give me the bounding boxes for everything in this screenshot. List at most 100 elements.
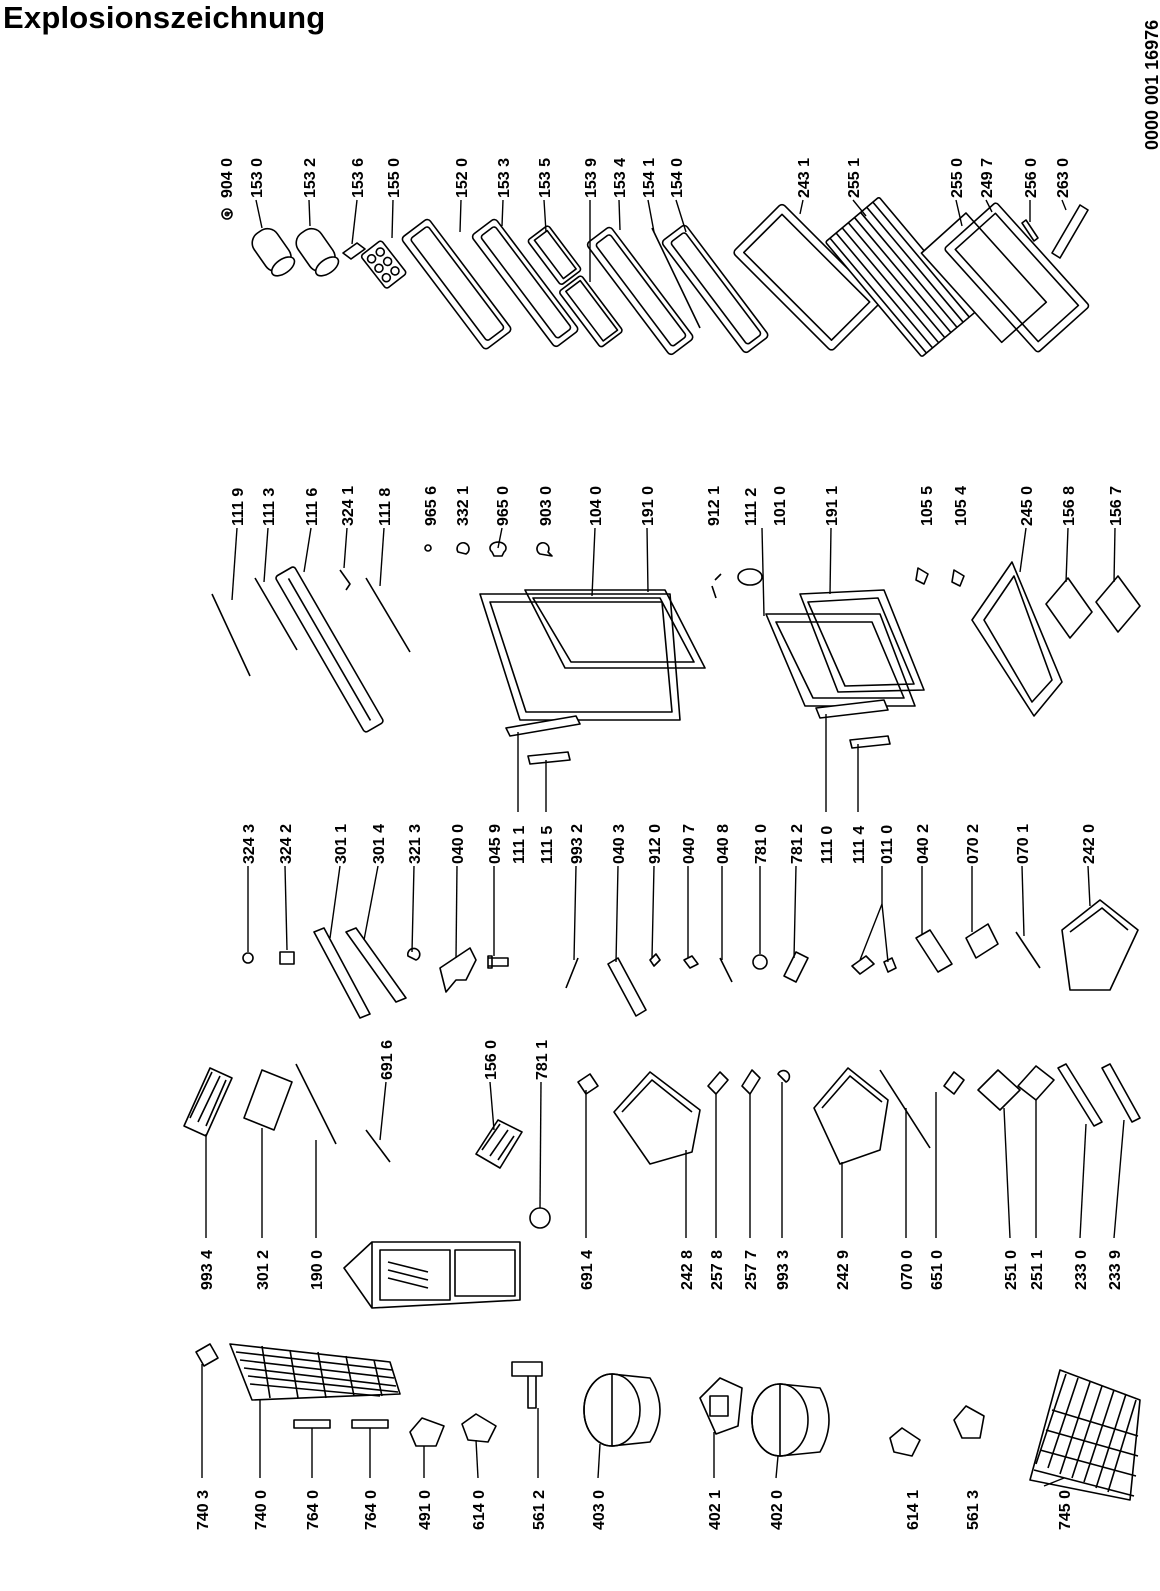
part-111-8 — [365, 577, 411, 653]
label-153-3: 153 3 — [496, 158, 513, 198]
part-154-0 — [661, 224, 769, 354]
label-111-6: 111 6 — [304, 488, 321, 526]
label-190-0: 190 0 — [309, 1250, 326, 1290]
label-243-1: 243 1 — [796, 158, 813, 198]
label-257-8: 257 8 — [709, 1250, 726, 1290]
part-011-0 — [851, 955, 897, 975]
label-070-1: 070 1 — [1015, 824, 1032, 864]
label-191-0: 191 0 — [640, 486, 657, 526]
part-324-2 — [279, 951, 295, 965]
leader-lines — [201, 199, 1125, 1487]
part-153-6 — [342, 242, 366, 260]
label-781-0: 781 0 — [753, 824, 770, 864]
label-402-0: 402 0 — [769, 1490, 786, 1530]
label-402-1: 402 1 — [707, 1490, 724, 1530]
label-561-3: 561 3 — [965, 1490, 982, 1530]
label-111-4: 111 4 — [851, 826, 868, 864]
label-040-3: 040 3 — [611, 824, 628, 864]
label-040-8: 040 8 — [715, 824, 732, 864]
part-111-5 — [527, 751, 571, 765]
label-040-2: 040 2 — [915, 824, 932, 864]
label-764-0b: 764 0 — [363, 1490, 380, 1530]
part-402-0 — [751, 1383, 830, 1457]
label-249-7: 249 7 — [979, 158, 996, 198]
label-242-9: 242 9 — [835, 1250, 852, 1290]
label-154-0: 154 0 — [669, 158, 686, 198]
part-745-0 — [1029, 1369, 1141, 1501]
label-993-3: 993 3 — [775, 1250, 792, 1290]
label-101-0: 101 0 — [772, 486, 789, 526]
label-255-0: 255 0 — [949, 158, 966, 198]
part-781-1 — [529, 1207, 551, 1229]
label-993-2: 993 2 — [569, 824, 586, 864]
label-105-4: 105 4 — [953, 486, 970, 526]
label-111-5: 111 5 — [539, 826, 556, 864]
part-154-1 — [651, 227, 701, 329]
label-045-9: 045 9 — [487, 824, 504, 864]
part-233-9 — [1101, 1063, 1141, 1123]
part-111-6 — [275, 566, 384, 733]
label-153-0: 153 0 — [249, 158, 266, 198]
part-403-0 — [583, 1373, 661, 1447]
label-614-1: 614 1 — [905, 1490, 922, 1530]
part-111-4 — [849, 735, 891, 749]
label-256-0: 256 0 — [1023, 158, 1040, 198]
label-561-2: 561 2 — [531, 1490, 548, 1530]
label-324-3: 324 3 — [241, 824, 258, 864]
part-040-2 — [915, 929, 953, 973]
part-070-1 — [1015, 931, 1041, 969]
part-040-8 — [719, 957, 733, 983]
part-903-0 — [536, 541, 553, 557]
part-153-2 — [295, 227, 340, 277]
part-764-0b — [351, 1419, 389, 1429]
label-155-0: 155 0 — [386, 158, 403, 198]
label-691-4: 691 4 — [579, 1250, 596, 1290]
part-040-0 — [439, 947, 477, 993]
part-301-4 — [345, 927, 407, 1003]
part-781-0 — [752, 954, 768, 970]
label-156-7: 156 7 — [1108, 486, 1125, 526]
label-011-0: 011 0 — [879, 825, 896, 864]
part-249-7 — [944, 202, 1090, 353]
part-153-3 — [471, 218, 579, 348]
part-242-9 — [813, 1067, 889, 1165]
part-045-9 — [487, 955, 509, 969]
label-301-2: 301 2 — [255, 1250, 272, 1290]
label-111-2: 111 2 — [743, 488, 760, 526]
part-251-1 — [1017, 1065, 1055, 1101]
part-153-9 — [559, 275, 623, 348]
label-156-0: 156 0 — [483, 1040, 500, 1080]
label-781-1: 781 1 — [534, 1040, 551, 1080]
label-154-1: 154 1 — [641, 158, 658, 198]
label-040-7: 040 7 — [681, 824, 698, 864]
label-255-1: 255 1 — [846, 158, 863, 198]
label-403-0: 403 0 — [591, 1490, 608, 1530]
part-drawings-hinges — [242, 899, 1139, 1019]
part-993-2 — [565, 957, 579, 989]
part-111-1 — [505, 715, 581, 737]
part-104-0 — [479, 593, 681, 721]
label-153-9: 153 9 — [583, 158, 600, 198]
label-491-0: 491 0 — [417, 1490, 434, 1530]
part-651-0 — [943, 1071, 965, 1095]
label-233-9: 233 9 — [1107, 1250, 1124, 1290]
part-152-0 — [401, 218, 512, 350]
part-drawings-cabinet — [183, 1063, 1141, 1309]
part-263-0 — [1051, 204, 1089, 259]
label-111-1: 111 1 — [511, 826, 528, 864]
label-903-0: 903 0 — [538, 486, 555, 526]
label-324-2: 324 2 — [278, 824, 295, 864]
page-title: Explosionszeichnung — [3, 0, 326, 35]
label-912-1: 912 1 — [706, 486, 723, 526]
label-904-0: 904 0 — [219, 158, 236, 198]
label-251-1: 251 1 — [1029, 1250, 1046, 1290]
label-111-3: 111 3 — [261, 488, 278, 526]
label-070-2: 070 2 — [965, 824, 982, 864]
part-040-3 — [607, 957, 647, 1017]
label-040-0: 040 0 — [450, 824, 467, 864]
label-153-2: 153 2 — [302, 158, 319, 198]
part-190-0 — [295, 1063, 337, 1145]
part-764-0a — [293, 1419, 331, 1429]
label-111-9: 111 9 — [230, 488, 247, 526]
